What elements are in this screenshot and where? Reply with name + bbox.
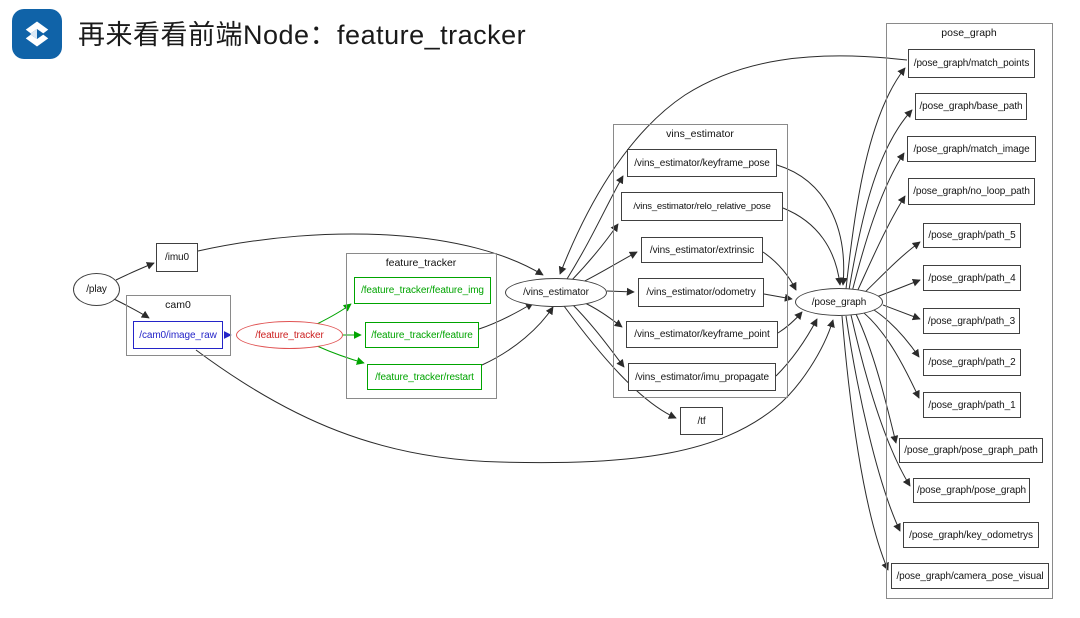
edge-pose-graph-to-match-points <box>845 67 906 290</box>
group-pose-graph-label: pose_graph <box>941 27 997 39</box>
edge-feature-tracker-to-restart <box>316 345 365 365</box>
topic-pose-graph-pose-graph: /pose_graph/pose_graph <box>913 478 1030 503</box>
edge-keyframe-point-to-pose-graph <box>777 311 803 334</box>
topic-pose-graph-path-4: /pose_graph/path_4 <box>923 265 1021 291</box>
group-cam0 <box>126 295 231 356</box>
group-cam0-label: cam0 <box>165 299 191 311</box>
topic-vins-imu-propagate: /vins_estimator/imu_propagate <box>628 363 776 391</box>
node-feature-tracker: /feature_tracker <box>236 321 343 349</box>
node-play: /play <box>73 273 120 306</box>
edge-extrinsic-to-pose-graph <box>762 251 797 291</box>
group-feature-tracker <box>346 253 497 399</box>
edge-keyframe-pose-to-pose-graph <box>776 164 848 286</box>
edge-vins-to-odometry <box>606 287 635 296</box>
edge-pose-graph-to-camera-pose-visual <box>841 315 889 571</box>
edge-pose-graph-to-no-loop-path <box>855 195 906 295</box>
topic-vins-keyframe-point: /vins_estimator/keyframe_point <box>626 321 778 348</box>
topic-feature-tracker-feature-img: /feature_tracker/feature_img <box>354 277 491 304</box>
topic-vins-keyframe-pose: /vins_estimator/keyframe_pose <box>627 149 777 177</box>
topic-pose-graph-pose-graph-path: /pose_graph/pose_graph_path <box>899 438 1043 463</box>
topic-pose-graph-match-points: /pose_graph/match_points <box>908 49 1035 78</box>
topic-pose-graph-match-image: /pose_graph/match_image <box>907 136 1036 162</box>
topic-vins-relo-relative-pose: /vins_estimator/relo_relative_pose <box>621 192 783 221</box>
group-vins-estimator-label: vins_estimator <box>666 128 734 140</box>
topic-cam0-image-raw: /cam0/image_raw <box>133 321 223 349</box>
edge-vins-to-relo-relative-pose <box>570 223 619 282</box>
edge-pose-graph-to-match-image <box>851 152 905 293</box>
edge-pose-graph-to-pose-graph-path <box>855 313 899 444</box>
topic-pose-graph-key-odometrys: /pose_graph/key_odometrys <box>903 522 1039 548</box>
edge-cam0-image-raw-to-pose-graph <box>195 319 835 464</box>
group-vins-estimator <box>613 124 788 398</box>
edge-imu0-to-vins-estimator <box>197 233 544 276</box>
edge-pose-graph-to-base-path <box>848 109 913 291</box>
edge-play-to-imu0 <box>115 262 155 281</box>
edge-match-points-to-vins-estimator <box>558 55 908 275</box>
topic-tf: /tf <box>680 407 723 435</box>
edge-restart-to-vins-estimator <box>481 306 554 366</box>
blue-s-logo <box>12 9 62 59</box>
group-pose-graph <box>886 23 1053 599</box>
edge-feature-tracker-to-feature-img <box>316 303 352 325</box>
page-title: 再来看看前端Node：feature_tracker <box>78 20 527 50</box>
edge-vins-to-imu-propagate <box>570 302 625 368</box>
topic-pose-graph-path-5: /pose_graph/path_5 <box>923 223 1021 248</box>
edge-vins-to-tf <box>563 305 677 419</box>
topic-pose-graph-path-1: /pose_graph/path_1 <box>923 392 1021 418</box>
edge-pose-graph-to-path-2 <box>873 309 920 358</box>
topic-pose-graph-camera-pose-visual: /pose_graph/camera_pose_visual <box>891 563 1049 589</box>
edge-pose-graph-to-pose-graph-topic <box>850 314 911 487</box>
edge-vins-to-keyframe-pose <box>566 175 624 280</box>
topic-vins-extrinsic: /vins_estimator/extrinsic <box>641 237 763 263</box>
node-vins-estimator: /vins_estimator <box>505 278 607 307</box>
edge-pose-graph-to-path-1 <box>863 312 920 399</box>
group-feature-tracker-label: feature_tracker <box>385 257 457 269</box>
topic-feature-tracker-restart: /feature_tracker/restart <box>367 364 482 390</box>
topic-pose-graph-path-2: /pose_graph/path_2 <box>923 349 1021 376</box>
s-logo-glyph <box>25 21 49 47</box>
edge-pose-graph-to-path-3 <box>882 304 921 321</box>
node-pose-graph: /pose_graph <box>795 288 883 316</box>
topic-vins-odometry: /vins_estimator/odometry <box>638 278 764 307</box>
edge-feature-to-vins-estimator <box>478 302 534 330</box>
edge-imu-propagate-to-pose-graph <box>775 318 818 377</box>
topic-imu0: /imu0 <box>156 243 198 272</box>
edge-relo-relative-pose-to-pose-graph <box>782 207 844 286</box>
edge-pose-graph-to-key-odometrys <box>845 315 901 532</box>
topic-feature-tracker-feature: /feature_tracker/feature <box>365 322 479 348</box>
topic-pose-graph-path-3: /pose_graph/path_3 <box>923 308 1020 334</box>
topic-pose-graph-no-loop-path: /pose_graph/no_loop_path <box>908 178 1035 205</box>
topic-pose-graph-base-path: /pose_graph/base_path <box>915 93 1027 120</box>
